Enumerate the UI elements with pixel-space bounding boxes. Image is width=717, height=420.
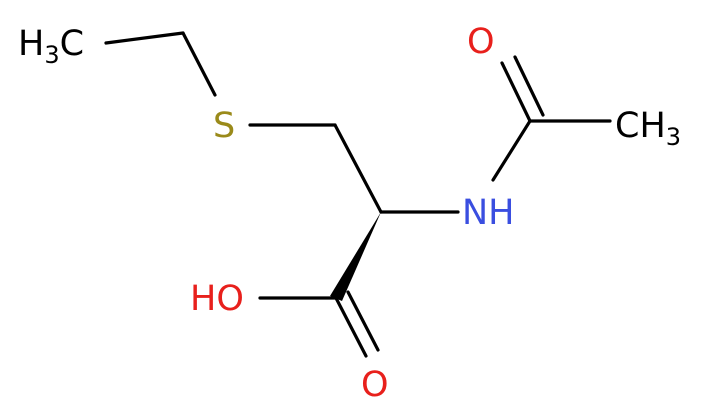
ch3-right-ch: CH <box>615 106 666 146</box>
atom-nh: NH <box>462 193 515 233</box>
bond-cacyl-o-1 <box>500 61 532 123</box>
atom-oxygen-bottom: O <box>361 365 389 405</box>
atom-sulfur: S <box>213 106 235 146</box>
ch3-left-sub: 3 <box>44 41 59 69</box>
bond-n-cacyl <box>491 119 532 182</box>
bond-ch2-s <box>181 31 217 97</box>
bond-ccooh-o-2 <box>346 290 380 352</box>
atom-oxygen-top: O <box>467 22 495 62</box>
ch3-right-sub: 3 <box>666 123 681 151</box>
ch3-left-c: C <box>60 24 84 64</box>
bond-ch3-ch2 <box>104 31 185 45</box>
bonds <box>104 31 612 358</box>
bond-cacyl-o-2 <box>513 55 545 117</box>
wedge-bond <box>330 212 381 301</box>
atom-ch3-left: H3C <box>18 24 84 69</box>
bond-ccooh-o-1 <box>334 296 368 358</box>
bond-ch2-calpha <box>333 123 383 214</box>
ch3-left-h: H <box>18 24 44 64</box>
atom-ho: HO <box>190 279 244 319</box>
atom-ch3-right: CH3 <box>615 106 681 151</box>
atom-labels: H3C S O CH3 NH HO O <box>18 22 681 405</box>
